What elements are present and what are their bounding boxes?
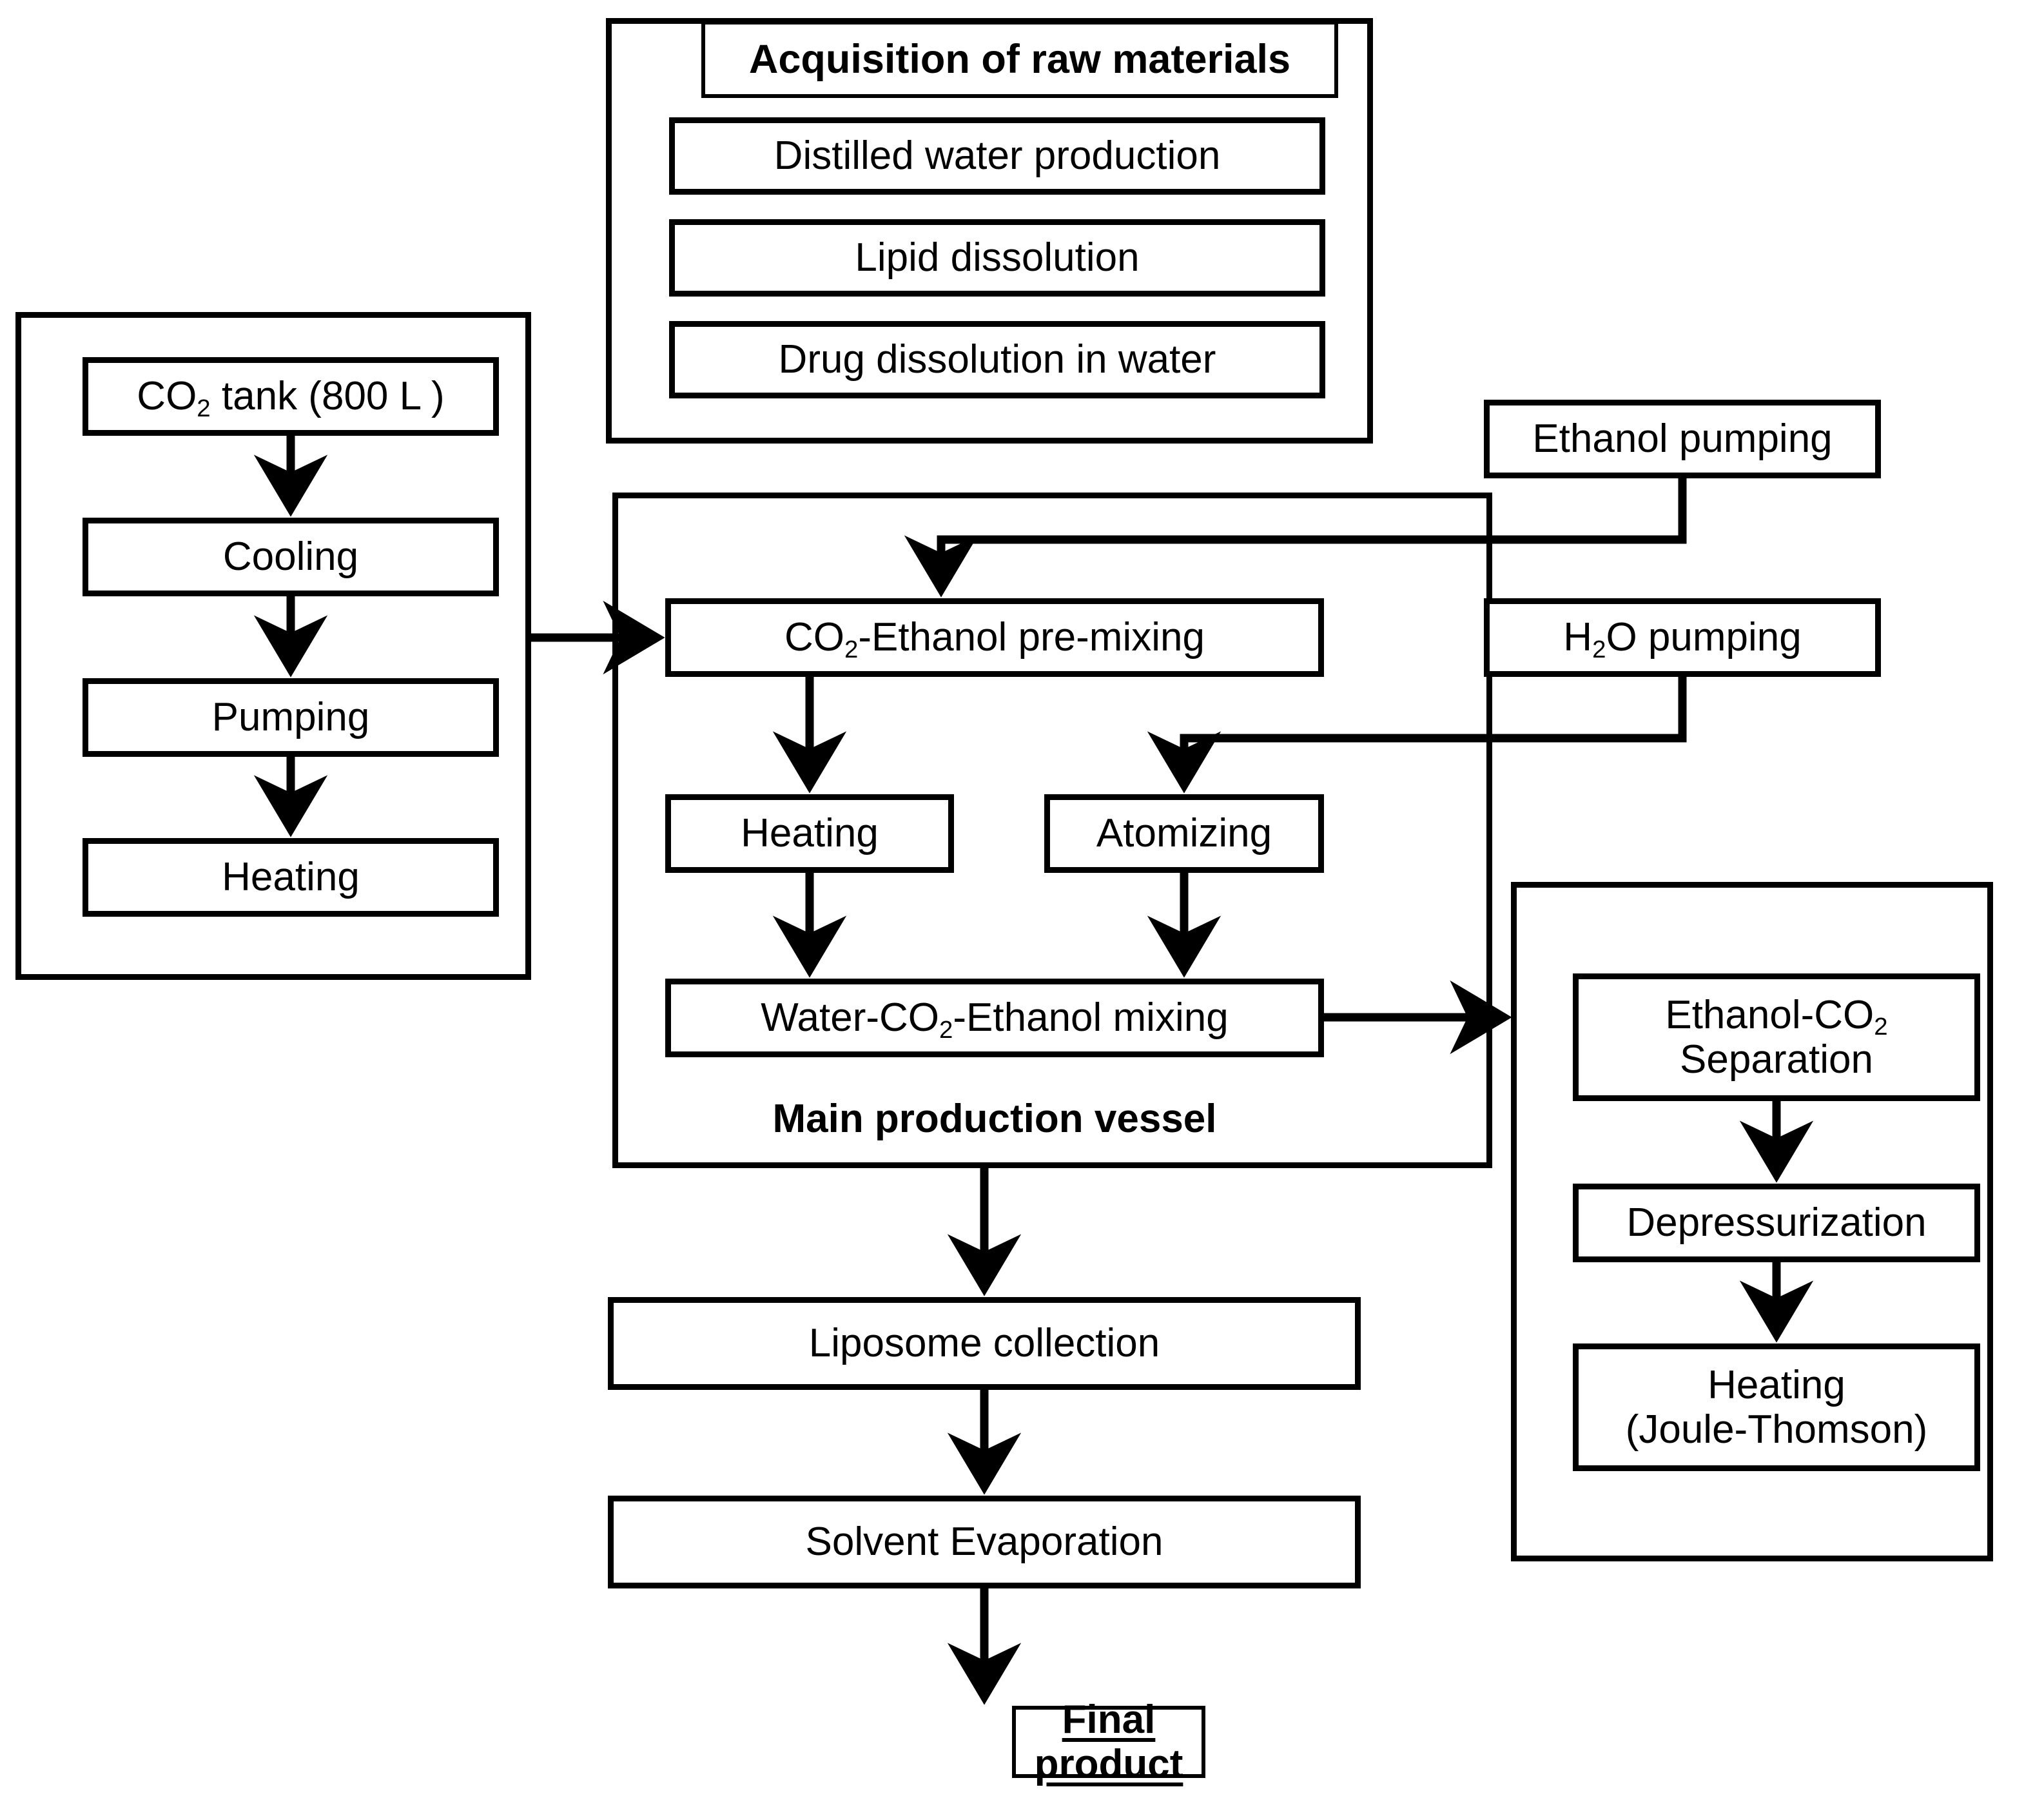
cooling-box[interactable]: Cooling: [83, 518, 499, 596]
lipid-dissolution-box[interactable]: Lipid dissolution: [669, 219, 1325, 297]
main-production-vessel-caption: Main production vessel: [772, 1097, 1217, 1141]
ethanol-co2-separation-label-line2: Separation: [1680, 1037, 1873, 1082]
heating-joule-thomson-label-line2: (Joule-Thomson): [1625, 1407, 1928, 1452]
co2-ethanol-premixing-label: CO2-Ethanol pre-mixing: [784, 615, 1205, 664]
atomizing-box[interactable]: Atomizing: [1044, 794, 1324, 873]
water-co2-ethanol-mixing-label: Water-CO2-Ethanol mixing: [761, 995, 1229, 1044]
heating-joule-thomson-box[interactable]: Heating (Joule-Thomson): [1573, 1343, 1980, 1471]
acquisition-title-label: Acquisition of raw materials: [748, 36, 1291, 82]
co2-ethanol-premixing-box[interactable]: CO2-Ethanol pre-mixing: [665, 598, 1324, 677]
drug-dissolution-in-water-box[interactable]: Drug dissolution in water: [669, 321, 1325, 398]
heating-joule-thomson-label-line1: Heating: [1708, 1362, 1845, 1407]
lipid-dissolution-label: Lipid dissolution: [855, 235, 1140, 280]
acquisition-title-box: Acquisition of raw materials: [701, 21, 1338, 98]
pumping-label: Pumping: [211, 695, 370, 740]
depressurization-box[interactable]: Depressurization: [1573, 1184, 1980, 1262]
solvent-evaporation-box[interactable]: Solvent Evaporation: [608, 1496, 1361, 1588]
heating-left-box[interactable]: Heating: [83, 838, 499, 917]
co2-tank-box[interactable]: CO2 tank (800 L ): [83, 357, 499, 436]
ethanol-pumping-label: Ethanol pumping: [1532, 416, 1833, 462]
liposome-collection-box[interactable]: Liposome collection: [608, 1297, 1361, 1390]
distilled-water-production-label: Distilled water production: [774, 133, 1221, 179]
h2o-pumping-box[interactable]: H2O pumping: [1484, 598, 1881, 677]
final-product-box[interactable]: Final product: [1012, 1697, 1205, 1786]
water-co2-ethanol-mixing-box[interactable]: Water-CO2-Ethanol mixing: [665, 979, 1324, 1057]
distilled-water-production-box[interactable]: Distilled water production: [669, 117, 1325, 195]
final-product-label: Final product: [1034, 1697, 1183, 1786]
atomizing-label: Atomizing: [1096, 811, 1272, 856]
drug-dissolution-in-water-label: Drug dissolution in water: [778, 337, 1216, 382]
depressurization-label: Depressurization: [1626, 1200, 1927, 1245]
co2-tank-label: CO2 tank (800 L ): [137, 374, 445, 423]
heating-mid-box[interactable]: Heating: [665, 794, 954, 873]
ethanol-co2-separation-box[interactable]: Ethanol-CO2 Separation: [1573, 973, 1980, 1101]
ethanol-pumping-box[interactable]: Ethanol pumping: [1484, 400, 1881, 478]
cooling-label: Cooling: [222, 534, 359, 580]
h2o-pumping-label: H2O pumping: [1563, 615, 1802, 664]
pumping-box[interactable]: Pumping: [83, 678, 499, 757]
heating-left-label: Heating: [222, 855, 360, 900]
liposome-collection-label: Liposome collection: [808, 1321, 1160, 1366]
heating-mid-label: Heating: [741, 811, 879, 856]
ethanol-co2-separation-label-line1: Ethanol-CO2: [1665, 992, 1888, 1041]
solvent-evaporation-label: Solvent Evaporation: [805, 1519, 1163, 1565]
